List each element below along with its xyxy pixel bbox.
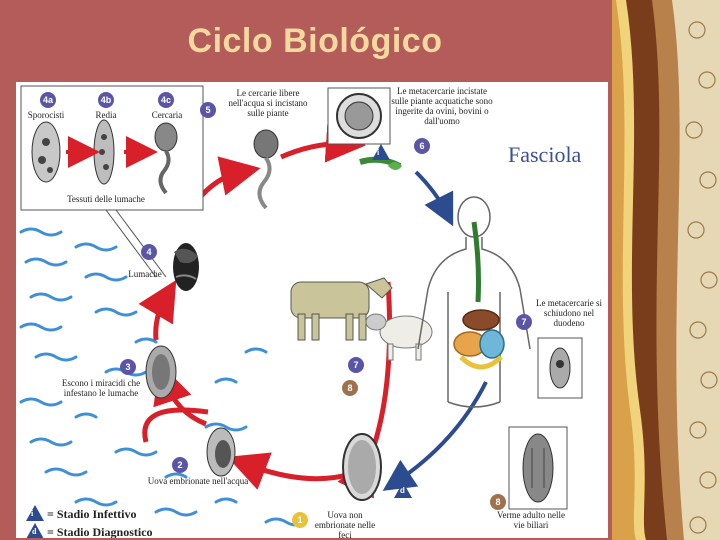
step-label-4: Lumache (122, 269, 168, 279)
step-badge-6: 6 (414, 138, 430, 154)
legend-diagnostic: d = Stadio Diagnostico (26, 520, 153, 538)
cow (291, 278, 392, 340)
diagnostic-marker: d (394, 482, 412, 498)
life-cycle-figure: Fasciola 4a Sporocisti 4b Redia 4c Cerca… (16, 82, 608, 538)
snail (173, 243, 199, 291)
step-badge-3: 3 (120, 359, 136, 375)
legend-diagnostic-symbol: d (32, 527, 36, 536)
miracidium (146, 346, 176, 398)
step-badge-2: 2 (172, 457, 188, 473)
host-badge-7: 7 (348, 357, 364, 373)
stage-badge-4c: 4c (158, 92, 174, 108)
free-cercaria (254, 130, 278, 208)
unembryonated-egg (343, 434, 381, 500)
step-badge-8: 8 (490, 494, 506, 510)
stage-badge-4a: 4a (40, 92, 56, 108)
step-badge-1: 1 (292, 512, 308, 528)
host-badge-8: 8 (342, 380, 358, 396)
step-label-2: Uova embrionate nell'acqua (138, 476, 258, 486)
legend-infective: i = Stadio Infettivo (26, 502, 137, 522)
adult-worm (509, 427, 567, 509)
excysted-metacercaria (538, 338, 582, 398)
legend-diagnostic-icon: d (26, 523, 44, 538)
step-label-7: Le metacercarie si schiudono nel duodeno (534, 298, 604, 328)
slide-title: Ciclo Biológico (0, 22, 630, 61)
diagram-heading: Fasciola (508, 142, 581, 168)
infective-marker: i (372, 144, 390, 160)
step-label-6: Le metacercarie incistate sulle piante a… (388, 86, 496, 126)
step-label-8: Verme adulto nelle vie biliari (496, 510, 566, 530)
step-badge-5: 5 (200, 102, 216, 118)
step-label-1: Uova non embrionate nelle feci (312, 510, 378, 538)
infective-marker-letter: i (377, 148, 379, 157)
stage-label-sporocisti: Sporocisti (24, 110, 68, 120)
legend-infective-symbol: i (31, 509, 33, 518)
step-badge-4: 4 (141, 244, 157, 260)
decorative-border (612, 0, 720, 540)
legend-infective-icon: i (26, 505, 44, 521)
stage-badge-4b: 4b (98, 92, 114, 108)
legend-diagnostic-text: = Stadio Diagnostico (47, 525, 153, 538)
step-badge-7: 7 (516, 314, 532, 330)
step-label-5: Le cercarie libere nell'acqua si incista… (222, 88, 314, 118)
inset-caption: Tessuti delle lumache (36, 194, 176, 204)
stage-label-redia: Redia (86, 110, 126, 120)
stage-label-cercaria: Cercaria (142, 110, 192, 120)
step-label-3: Escono i miracidi che infestano le lumac… (56, 378, 146, 398)
legend-infective-text: = Stadio Infettivo (47, 507, 137, 521)
diagnostic-marker-letter: d (400, 486, 405, 495)
human-body (418, 197, 530, 407)
embryonated-egg (207, 428, 235, 476)
